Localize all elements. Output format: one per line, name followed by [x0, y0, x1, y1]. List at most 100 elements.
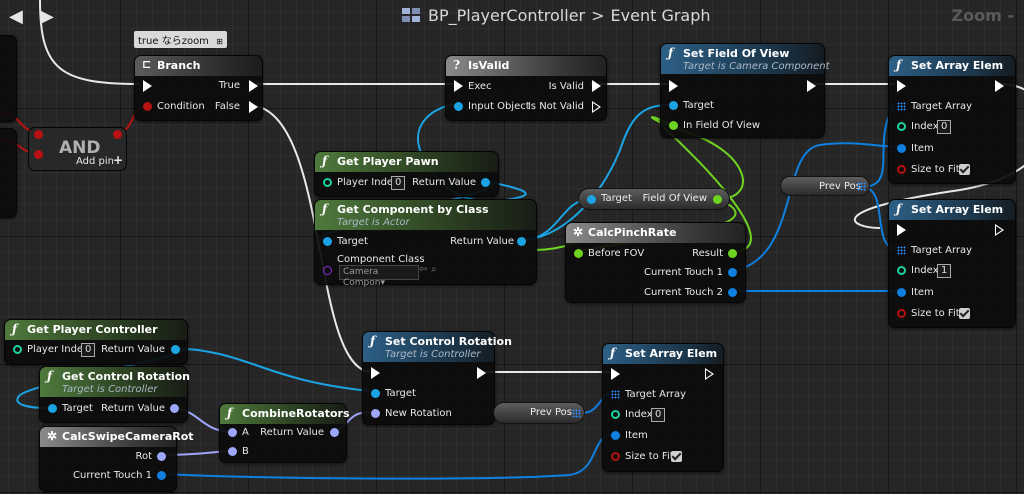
branch-true-pin[interactable] [249, 80, 258, 92]
get-player-controller-node[interactable]: ƒ Get Player Controller Player Index 0 R… [4, 319, 188, 365]
set-array-3-size-to-fit-pin[interactable] [611, 452, 620, 461]
combine-return-pin[interactable] [330, 428, 339, 437]
set-array-1-index-pin[interactable] [897, 122, 906, 131]
breadcrumb-blueprint[interactable]: BP_PlayerController [428, 6, 586, 25]
get-pawn-player-index-pin[interactable] [323, 178, 332, 187]
set-array-2-item-pin[interactable] [897, 288, 906, 297]
set-array-3-target-array-pin[interactable] [611, 390, 620, 399]
fov-getter-out-pin[interactable] [713, 195, 722, 204]
set-array-3-item-pin[interactable] [611, 431, 620, 440]
calc-pinch-before-fov-pin[interactable] [574, 249, 583, 258]
set-fov-header[interactable]: ƒ Set Field Of View Target is Camera Com… [661, 44, 830, 74]
set-array-1-item-pin[interactable] [897, 144, 906, 153]
get-component-return-pin[interactable] [517, 237, 526, 246]
set-array-3-size-to-fit-checkbox[interactable] [671, 451, 682, 462]
and-input-b-pin[interactable] [34, 150, 43, 159]
pin-comment-icon[interactable]: ⊞ [216, 37, 223, 46]
combine-b-pin[interactable] [228, 447, 237, 456]
calc-pinch-rate-node[interactable]: ✲ CalcPinchRate Before FOV Result Curren… [565, 222, 746, 303]
partial-node-left-2[interactable] [0, 128, 17, 218]
set-array-3-index-pin[interactable] [611, 410, 620, 419]
isvalid-is-valid-pin[interactable] [592, 80, 601, 92]
isvalid-header[interactable]: ? IsValid [446, 56, 606, 76]
isvalid-exec-in-pin[interactable] [454, 80, 463, 92]
isvalid-input-object-pin[interactable] [454, 102, 463, 111]
component-class-dropdown[interactable]: Camera Compon▾ [339, 265, 419, 288]
calc-pinch-touch2-pin[interactable] [728, 288, 737, 297]
set-array-elem-node-2[interactable]: ƒ Set Array Elem Target Array Index 1 It… [888, 199, 1016, 328]
set-array-elem-node-1[interactable]: ƒ Set Array Elem Target Array Index 0 It… [888, 55, 1016, 184]
get-player-controller-header[interactable]: ƒ Get Player Controller [5, 320, 187, 340]
combine-a-pin[interactable] [228, 428, 237, 437]
get-component-by-class-node[interactable]: ƒ Get Component by Class Target is Actor… [314, 199, 537, 288]
get-control-rotation-header[interactable]: ƒ Get Control Rotation Target is Control… [40, 367, 190, 397]
set-array-2-index-input[interactable]: 1 [937, 264, 952, 278]
set-array-3-exec-out-pin[interactable] [705, 368, 714, 380]
and-input-a-pin[interactable] [34, 130, 43, 139]
set-array-1-size-to-fit-checkbox[interactable] [959, 164, 970, 175]
forward-arrow-icon[interactable]: ▶ [40, 6, 54, 27]
set-array-1-exec-in-pin[interactable] [897, 80, 906, 92]
calc-pinch-touch1-pin[interactable] [728, 268, 737, 277]
get-component-class-pin[interactable] [323, 266, 332, 275]
set-rotation-exec-in-pin[interactable] [371, 367, 380, 379]
set-array-2-exec-in-pin[interactable] [897, 224, 906, 236]
add-pin-label[interactable]: Add pin [76, 156, 115, 167]
calc-swipe-rot-pin[interactable] [157, 452, 166, 461]
add-pin-plus-icon[interactable]: + [113, 153, 124, 167]
set-fov-exec-out-pin[interactable] [807, 80, 816, 92]
breadcrumb-graph[interactable]: Event Graph [610, 6, 711, 25]
branch-header[interactable]: ⊏ Branch [135, 56, 262, 76]
set-rotation-target-pin[interactable] [371, 389, 380, 398]
set-array-1-index-input[interactable]: 0 [937, 120, 952, 134]
set-fov-node[interactable]: ƒ Set Field Of View Target is Camera Com… [660, 43, 830, 138]
prev-pos-variable-1[interactable]: Prev Pos [780, 176, 870, 196]
branch-condition-pin[interactable] [143, 102, 152, 111]
combine-rotators-node[interactable]: ƒ CombineRotators A Return Value B [219, 403, 350, 463]
branch-exec-in-pin[interactable] [143, 80, 152, 92]
get-pawn-player-index-input[interactable]: 0 [391, 176, 406, 190]
get-controller-player-index-input[interactable]: 0 [81, 343, 96, 357]
set-array-2-index-pin[interactable] [897, 266, 906, 275]
branch-node[interactable]: ⊏ Branch True Condition False [134, 55, 263, 121]
get-control-rotation-node[interactable]: ƒ Get Control Rotation Target is Control… [39, 366, 190, 423]
set-array-elem-header-1[interactable]: ƒ Set Array Elem [889, 56, 1015, 76]
and-output-pin[interactable] [113, 130, 122, 139]
calc-swipe-camera-rot-node[interactable]: ✲ CalcSwipeCameraRot Rot Current Touch 1 [39, 426, 194, 492]
search-class-icon[interactable]: ⌕ [431, 264, 437, 275]
set-rotation-new-rotation-pin[interactable] [371, 409, 380, 418]
prev-pos-1-out-pin[interactable] [857, 182, 866, 191]
get-player-pawn-node[interactable]: ƒ Get Player Pawn Player Index 0 Return … [314, 151, 499, 197]
prev-pos-variable-2[interactable]: Prev Pos [493, 402, 585, 424]
get-controller-player-index-pin[interactable] [13, 345, 22, 354]
get-rotation-return-pin[interactable] [170, 404, 179, 413]
get-component-target-pin[interactable] [323, 237, 332, 246]
set-array-1-size-to-fit-pin[interactable] [897, 165, 906, 174]
calc-swipe-header[interactable]: ✲ CalcSwipeCameraRot [40, 427, 194, 447]
fov-getter-target-pin[interactable] [587, 195, 596, 204]
set-fov-target-pin[interactable] [669, 101, 678, 110]
set-rotation-exec-out-pin[interactable] [477, 367, 486, 379]
isvalid-is-not-valid-pin[interactable] [592, 101, 601, 113]
get-player-pawn-header[interactable]: ƒ Get Player Pawn [315, 152, 498, 172]
branch-false-pin[interactable] [249, 101, 258, 113]
isvalid-node[interactable]: ? IsValid Exec Is Valid Input Object Is … [445, 55, 607, 121]
set-array-1-target-array-pin[interactable] [897, 102, 906, 111]
back-arrow-icon[interactable]: ◀ [9, 6, 23, 27]
set-control-rotation-node[interactable]: ƒ Set Control Rotation Target is Control… [362, 331, 512, 425]
field-of-view-getter-node[interactable]: Target Field Of View [578, 188, 730, 210]
partial-node-left-1[interactable] [0, 35, 17, 122]
get-pawn-return-pin[interactable] [481, 178, 490, 187]
set-fov-in-fov-pin[interactable] [669, 121, 678, 130]
set-array-elem-header-2[interactable]: ƒ Set Array Elem [889, 200, 1015, 220]
set-control-rotation-header[interactable]: ƒ Set Control Rotation Target is Control… [363, 332, 512, 362]
set-array-elem-node-3[interactable]: ƒ Set Array Elem Target Array Index 0 It… [602, 343, 724, 472]
set-array-2-exec-out-pin[interactable] [995, 224, 1004, 236]
set-array-elem-header-3[interactable]: ƒ Set Array Elem [603, 344, 723, 364]
calc-swipe-touch1-pin[interactable] [157, 471, 166, 480]
and-node[interactable]: AND Add pin + [28, 127, 127, 171]
set-array-2-size-to-fit-pin[interactable] [897, 309, 906, 318]
calc-pinch-result-pin[interactable] [728, 249, 737, 258]
get-component-header[interactable]: ƒ Get Component by Class Target is Actor [315, 200, 536, 230]
